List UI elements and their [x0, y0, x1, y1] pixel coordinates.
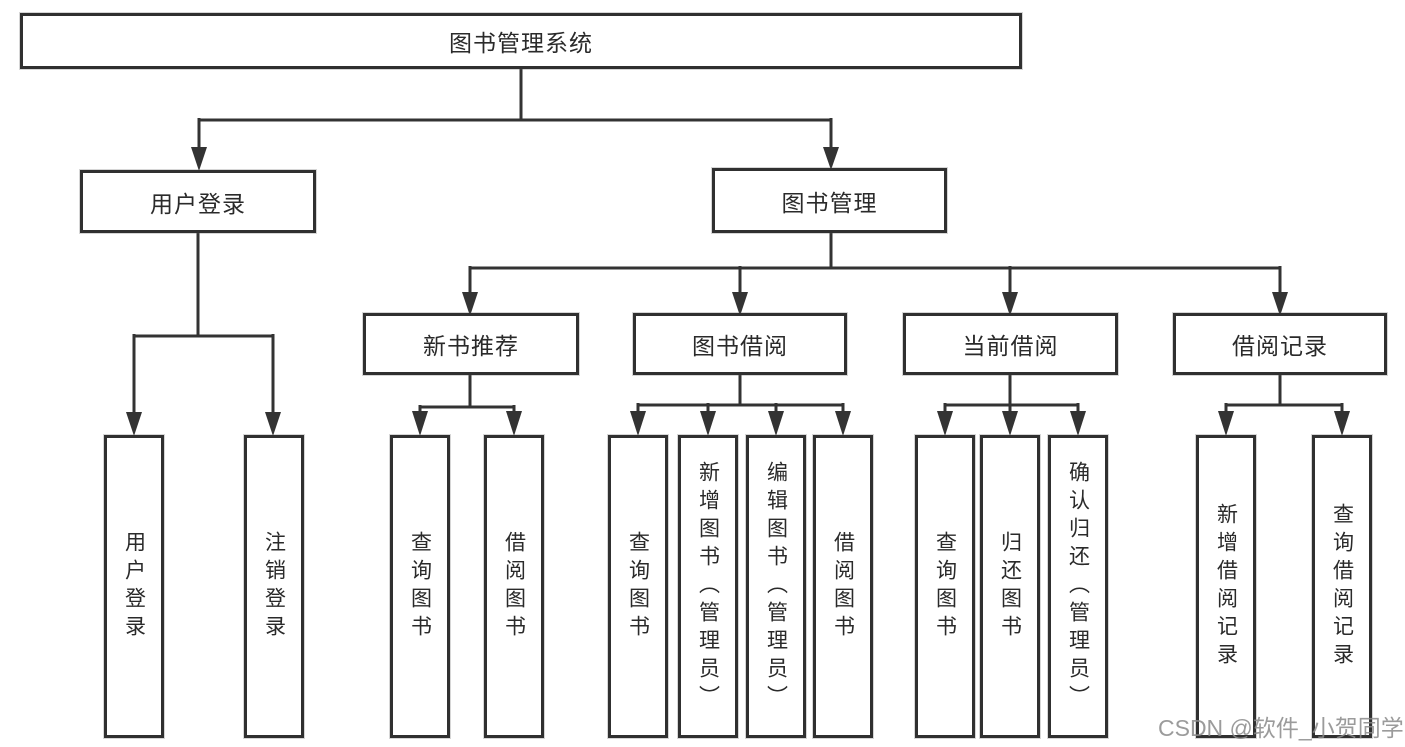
leaf-label: 借阅图书: [502, 530, 526, 643]
csdn-watermark: CSDN @软件_小贺同学: [1158, 715, 1404, 741]
leaf-return-books: 归还图书: [980, 435, 1040, 738]
leaf-label: 新增借阅记录: [1214, 502, 1238, 671]
leaf-borrow-books-1: 借阅图书: [484, 435, 544, 738]
leaf-edit-books-admin: 编辑图书（管理员）: [746, 435, 806, 738]
node-label: 借阅记录: [1232, 333, 1328, 359]
node-label: 图书管理: [781, 189, 878, 216]
leaf-add-borrow-record: 新增借阅记录: [1196, 435, 1256, 738]
leaf-label: 用户登录: [122, 530, 146, 643]
leaf-label: 注销登录: [262, 530, 286, 643]
leaf-label: 查询图书: [408, 530, 432, 643]
node-label: 当前借阅: [962, 333, 1059, 359]
leaf-label: 借阅图书: [831, 530, 855, 643]
leaf-label: 归还图书: [998, 530, 1022, 643]
leaf-borrow-books-2: 借阅图书: [813, 435, 873, 738]
leaf-query-books-1: 查询图书: [390, 435, 450, 738]
leaf-query-borrow-record: 查询借阅记录: [1312, 435, 1372, 738]
node-user-login: 用户登录: [80, 170, 316, 233]
leaf-label: 确认归还（管理员）: [1066, 460, 1090, 713]
node-label: 图书管理系统: [449, 30, 593, 56]
node-current-borrow: 当前借阅: [903, 313, 1118, 375]
leaf-user-login: 用户登录: [104, 435, 164, 738]
leaf-logout: 注销登录: [244, 435, 304, 738]
leaf-label: 新增图书（管理员）: [696, 460, 720, 713]
leaf-label: 查询借阅记录: [1330, 502, 1354, 671]
node-label: 图书借阅: [692, 333, 788, 359]
leaf-query-books-3: 查询图书: [915, 435, 975, 738]
leaf-label: 查询图书: [933, 530, 957, 643]
node-borrow-records: 借阅记录: [1173, 313, 1387, 375]
leaf-label: 编辑图书（管理员）: [764, 460, 788, 713]
leaf-add-books-admin: 新增图书（管理员）: [678, 435, 738, 738]
node-library-management-system: 图书管理系统: [20, 13, 1022, 69]
node-label: 新书推荐: [423, 333, 519, 359]
node-book-borrow: 图书借阅: [633, 313, 847, 375]
node-new-book-recommend: 新书推荐: [363, 313, 579, 375]
node-book-management: 图书管理: [712, 168, 947, 233]
leaf-label: 查询图书: [626, 530, 650, 643]
node-label: 用户登录: [150, 190, 246, 217]
leaf-confirm-return-admin: 确认归还（管理员）: [1048, 435, 1108, 738]
leaf-query-books-2: 查询图书: [608, 435, 668, 738]
